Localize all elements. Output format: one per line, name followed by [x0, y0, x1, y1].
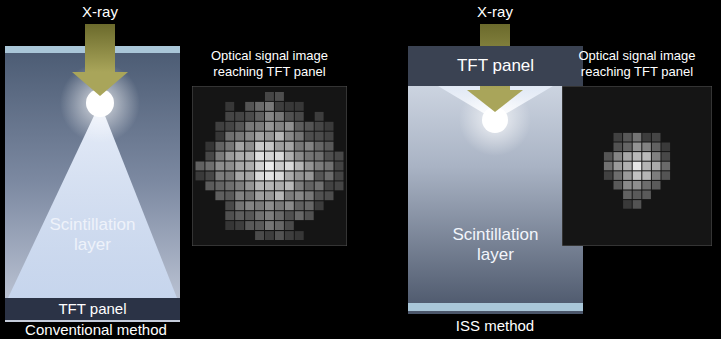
signal-image: Optical signal image reaching TFT panel — [562, 86, 712, 246]
scintillation-layer: Scintillation layer — [408, 200, 583, 290]
xray-arrowhead — [72, 72, 128, 96]
bottom-strip — [408, 303, 583, 311]
method-label: ISS method — [456, 317, 534, 334]
glow — [459, 84, 531, 156]
xray-arrowhead — [467, 90, 523, 112]
pixel-grid — [562, 86, 712, 246]
method-label: Conventional method — [25, 321, 167, 338]
image-heading: Optical signal image reaching TFT panel — [186, 48, 353, 80]
node-label: TFT panel — [50, 300, 134, 317]
glow — [60, 63, 140, 143]
signal-image: Optical signal image reaching TFT panel — [192, 86, 347, 246]
node-label: Scintillation layer — [30, 215, 156, 254]
xray-label: X-ray — [477, 3, 513, 20]
image-heading: Optical signal image reaching TFT panel — [556, 48, 718, 80]
node-label: Scintillation layer — [433, 225, 559, 264]
pixel-grid — [192, 86, 347, 246]
node-label: TFT panel — [449, 56, 542, 76]
scintillator-body — [5, 46, 180, 322]
scintillation-layer: Scintillation layer — [5, 190, 180, 280]
xray-label: X-ray — [82, 3, 118, 20]
tft-panel: TFT panel — [5, 298, 180, 320]
xray-arrow — [85, 24, 115, 72]
tft-panel: TFT panel — [408, 46, 583, 86]
